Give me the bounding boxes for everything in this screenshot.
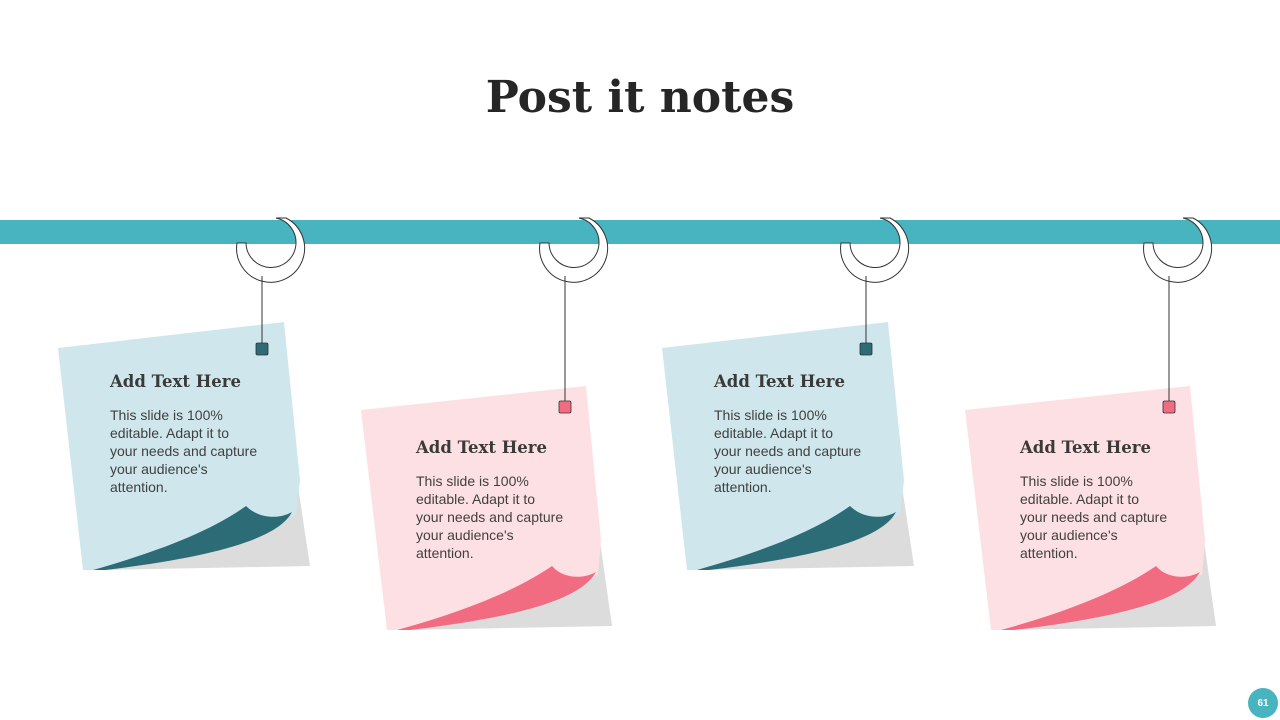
note-paper <box>361 386 601 630</box>
note-body: This slide is 100% editable. Adapt it to… <box>1020 473 1168 561</box>
hook-icon <box>236 217 306 283</box>
note-fold <box>93 506 292 570</box>
note-heading: Add Text Here <box>416 438 547 457</box>
note-heading: Add Text Here <box>714 372 845 391</box>
note-body: This slide is 100% editable. Adapt it to… <box>110 407 258 495</box>
pin-icon <box>558 400 572 414</box>
note-fold <box>397 566 596 630</box>
note-body: This slide is 100% editable. Adapt it to… <box>714 407 862 495</box>
note-paper <box>662 322 904 570</box>
note-shadow <box>100 460 310 570</box>
note-heading: Add Text Here <box>1020 438 1151 457</box>
note-paper <box>58 322 300 570</box>
note-heading: Add Text Here <box>110 372 241 391</box>
hook-icon <box>1143 217 1213 283</box>
note-shadow <box>402 520 612 630</box>
note-fold <box>697 506 896 570</box>
note-body: This slide is 100% editable. Adapt it to… <box>416 473 564 561</box>
page-number-badge: 61 <box>1248 688 1278 718</box>
pin-icon <box>859 342 873 356</box>
hook-icon <box>840 217 910 283</box>
hook-icon <box>539 217 609 283</box>
hanging-rail <box>0 220 1280 244</box>
note-shadow <box>1006 520 1216 630</box>
note-paper <box>965 386 1205 630</box>
pin-icon <box>1162 400 1176 414</box>
note-fold <box>1001 566 1200 630</box>
slide-title: Post it notes <box>485 72 795 123</box>
pin-icon <box>255 342 269 356</box>
note-shadow <box>704 460 914 570</box>
